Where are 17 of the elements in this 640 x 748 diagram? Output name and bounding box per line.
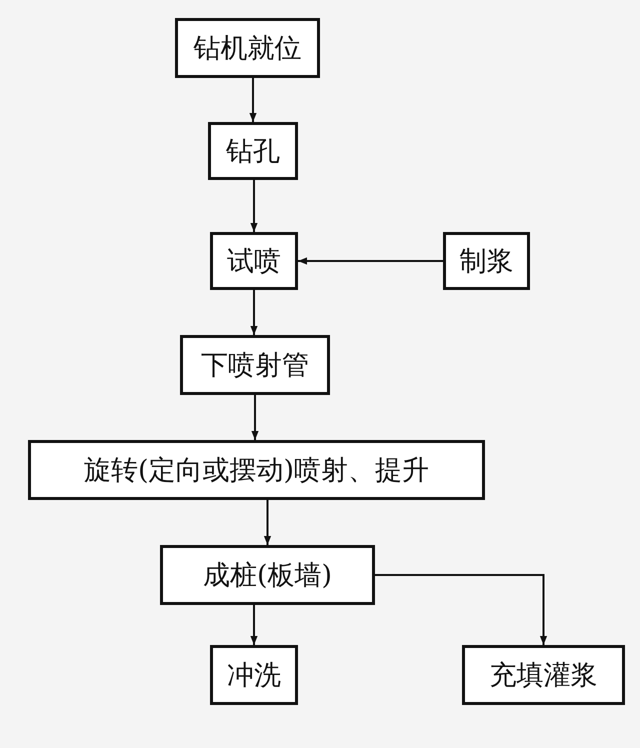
process-box: 钻机就位 (175, 18, 320, 78)
arrow (264, 500, 272, 545)
process-box: 充填灌浆 (462, 645, 625, 705)
arrow (375, 574, 548, 645)
arrow (251, 395, 259, 440)
arrow (298, 257, 443, 265)
arrow (249, 78, 257, 122)
process-box: 制浆 (443, 232, 530, 290)
process-box: 试喷 (210, 232, 298, 290)
process-box: 冲洗 (210, 645, 298, 705)
process-box: 旋转(定向或摆动)喷射、提升 (28, 440, 485, 500)
arrow (250, 180, 258, 232)
arrow (250, 290, 258, 335)
process-box: 下喷射管 (180, 335, 330, 395)
process-box: 成桩(板墙) (160, 545, 375, 605)
arrow (250, 605, 258, 645)
process-box: 钻孔 (208, 122, 298, 180)
